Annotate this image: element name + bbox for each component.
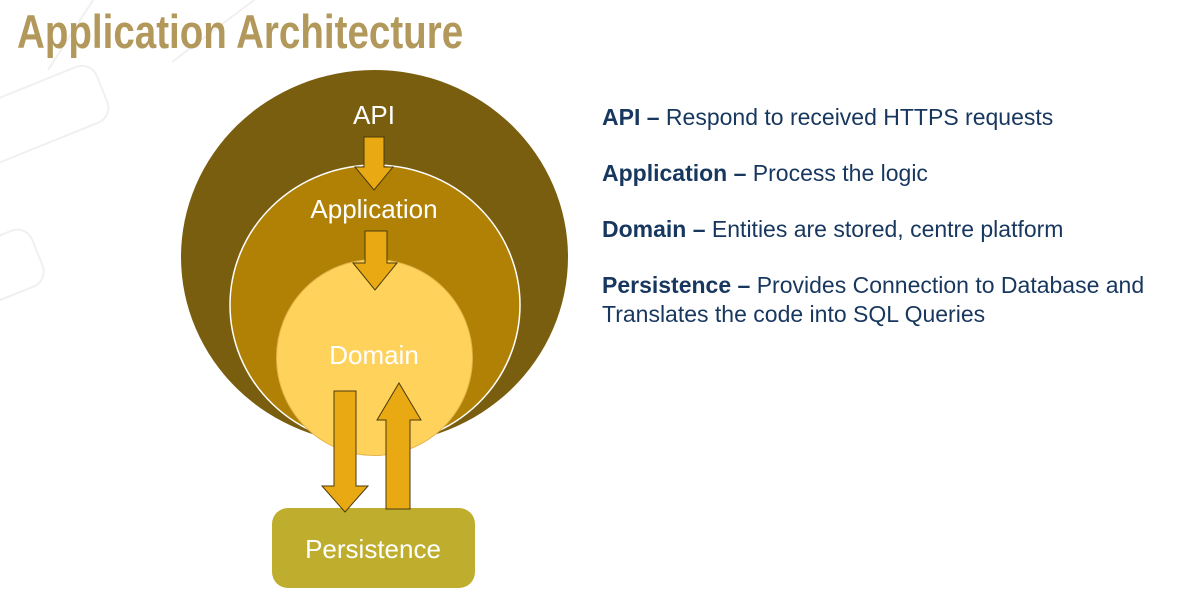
arrow-persistence-to-domain-icon [376,382,422,510]
domain-layer-label: Domain [329,340,419,370]
page-title: Application Architecture [17,5,464,58]
description-item-persistence: Persistence – Provides Connection to Dat… [602,271,1202,329]
arrow-domain-to-persistence-icon [320,390,370,513]
arrow-application-to-domain-icon [351,230,399,291]
description-text-application: Process the logic [752,160,928,186]
description-term-persistence: Persistence – [602,272,751,298]
application-layer-label: Application [310,194,437,224]
description-text-persistence: Provides Connection to Database and Tran… [602,272,1145,327]
description-list: API – Respond to received HTTPS requests… [602,103,1202,356]
persistence-layer-label: Persistence [305,534,441,564]
api-layer-label: API [353,100,395,130]
description-item-application: Application – Process the logic [602,159,1202,188]
background-watermark [0,0,256,354]
description-item-api: API – Respond to received HTTPS requests [602,103,1202,132]
description-term-api: API – [602,104,660,130]
description-term-domain: Domain – [602,216,706,242]
description-item-domain: Domain – Entities are stored, centre pla… [602,215,1202,244]
description-term-application: Application – [602,160,747,186]
description-text-api: Respond to received HTTPS requests [665,104,1054,130]
arrow-api-to-application-icon [353,136,395,191]
arrows [320,136,422,513]
persistence-box [272,508,475,588]
description-text-domain: Entities are stored, centre platform [711,216,1064,242]
